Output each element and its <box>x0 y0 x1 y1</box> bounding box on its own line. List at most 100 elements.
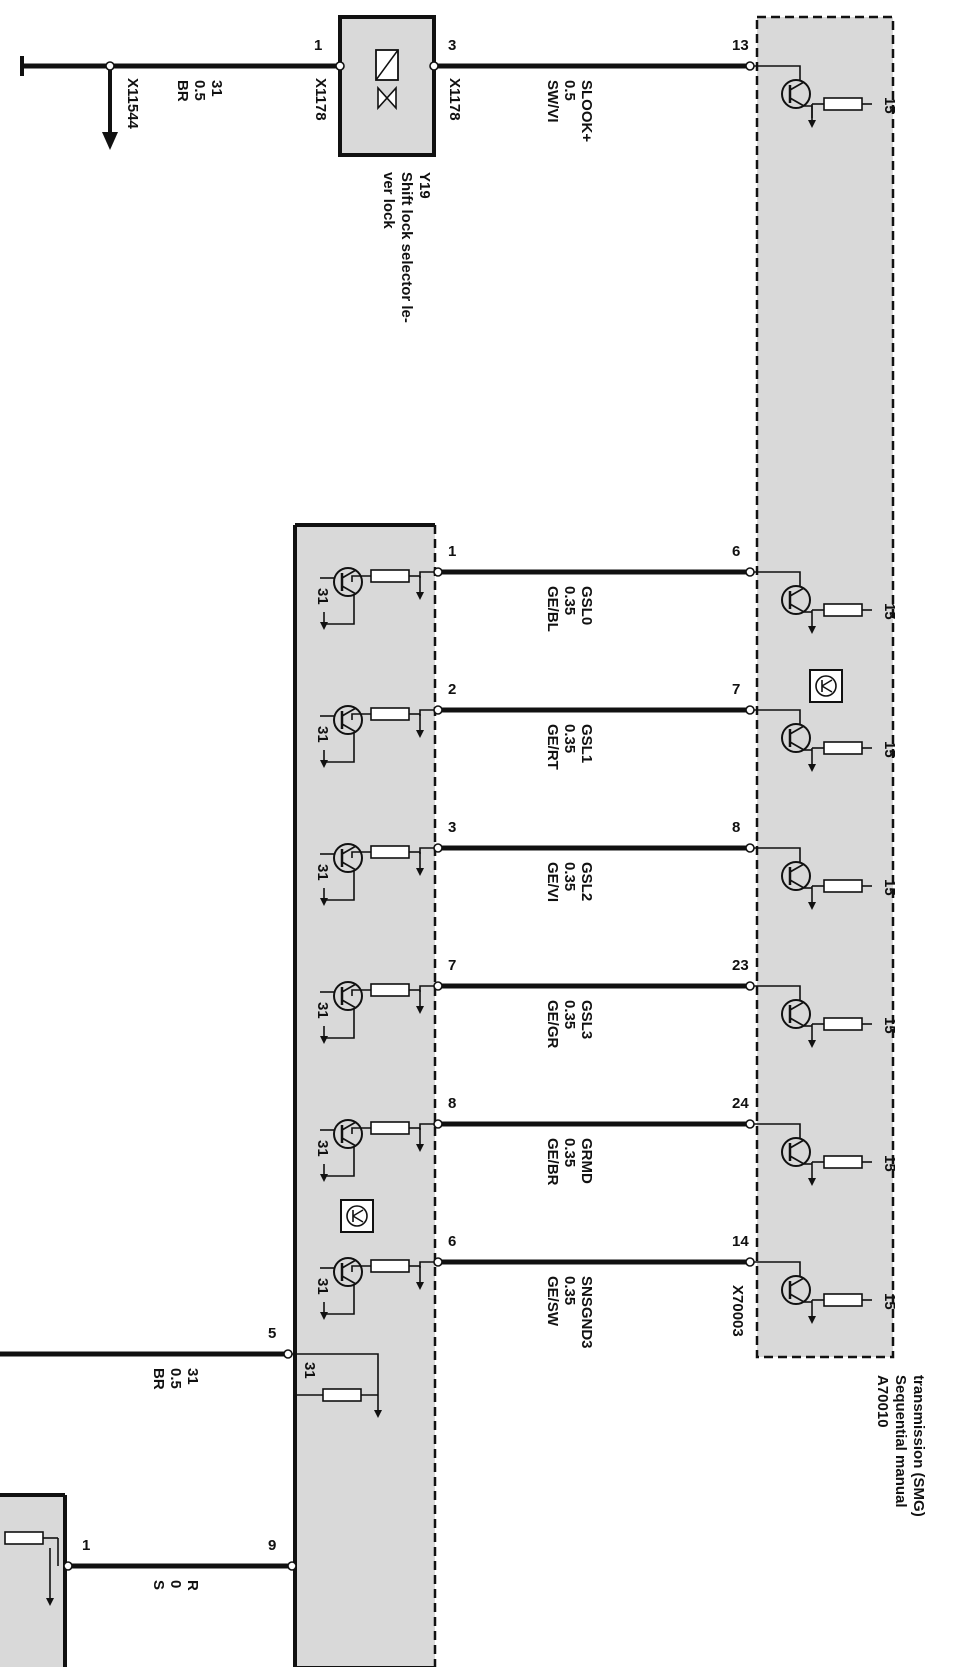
wire-pin-main: 8 <box>732 819 740 836</box>
wire-color: GE/VI <box>544 862 561 902</box>
lower-ground-num: 31 <box>184 1368 201 1385</box>
ground-31-label: 31 <box>314 1140 331 1157</box>
wire-color: GE/SW <box>544 1276 561 1327</box>
selector-driver: 31 <box>314 1256 434 1321</box>
selector-module-box <box>295 525 435 1667</box>
wire-signal: GSL3 <box>578 1000 595 1039</box>
lower-ground-pin: 5 <box>268 1325 276 1342</box>
bottom-left-box <box>0 1495 65 1667</box>
ground-connector-label: X11544 <box>124 78 141 130</box>
lower-ground-color: BR <box>150 1368 167 1390</box>
wire-pin-sub: 3 <box>448 819 456 836</box>
wire-signal: GRMD <box>578 1138 595 1184</box>
smg-driver: 15 <box>754 709 898 773</box>
wire-pin-sub: 1 <box>448 543 456 560</box>
lower-ground-31-label: 31 <box>301 1362 318 1379</box>
smg-module-name-1: Sequential manual <box>892 1375 909 1508</box>
valve-connector-right: X1178 <box>446 78 463 121</box>
wire-pin-main: 7 <box>732 681 740 698</box>
smg-module-name-2: transmission (SMG) <box>910 1375 927 1517</box>
slock-size: 0.5 <box>561 80 578 101</box>
smg-module-label: A70010 Sequential manual transmission (S… <box>874 1375 927 1517</box>
smg-driver: 15 <box>754 985 898 1049</box>
wire-size: 0.35 <box>561 724 578 753</box>
bottom-wire-label-2: 0 <box>167 1580 184 1588</box>
valve-name-1: Shift lock selector le- <box>398 172 415 323</box>
wire-signal: SNSGND3 <box>578 1276 595 1349</box>
wire-pin-main: 23 <box>732 957 749 974</box>
valve-name-2: ver lock <box>380 172 397 229</box>
wire-size: 0.35 <box>561 586 578 615</box>
bottom-pin-left: 1 <box>82 1537 90 1554</box>
wire-pin-sub: 6 <box>448 1233 456 1250</box>
smg-driver: 15 <box>754 847 898 911</box>
wire-pin-sub: 2 <box>448 681 456 698</box>
ground-31-label: 31 <box>314 588 331 605</box>
smg-module-icon <box>809 669 843 703</box>
supply-label: 15 <box>881 1017 898 1034</box>
supply-label: 15 <box>881 741 898 758</box>
valve-y19-box <box>338 15 436 157</box>
selector-driver: 31 <box>314 980 434 1045</box>
wire-size: 0.35 <box>561 1276 578 1305</box>
solenoid-valve-icon <box>375 49 399 111</box>
valve-id: Y19 <box>416 172 433 199</box>
slock-pin-main: 13 <box>732 37 749 54</box>
slock-supply-label: 15 <box>881 97 898 114</box>
selector-driver: 31 <box>314 704 434 769</box>
lower-ground-size: 0.5 <box>167 1368 184 1389</box>
supply-label: 15 <box>881 1293 898 1310</box>
smg-driver: 15 <box>754 1123 898 1187</box>
wire-color: GE/GR <box>544 1000 561 1049</box>
ground-31-label: 31 <box>314 864 331 881</box>
wire-pin-sub: 8 <box>448 1095 456 1112</box>
wire-signal: GSL2 <box>578 862 595 901</box>
wire-size: 0.35 <box>561 1138 578 1167</box>
wire-color: GE/RT <box>544 724 561 770</box>
wire-color: GE/BR <box>544 1138 561 1186</box>
supply-label: 15 <box>881 1155 898 1172</box>
slock-signal: SLOOK+ <box>578 80 595 142</box>
selector-module-icon <box>340 1199 374 1233</box>
bottom-wire-label-3: S <box>150 1580 167 1590</box>
selector-driver: 31 <box>314 566 434 631</box>
ground-wire-size: 0.5 <box>191 80 208 101</box>
ground-31-label: 31 <box>314 1278 331 1295</box>
wire-pin-main: 6 <box>732 543 740 560</box>
selector-driver: 31 <box>314 842 434 907</box>
valve-pin-left: 1 <box>314 37 322 54</box>
ground-wire-color: BR <box>174 80 191 102</box>
selector-driver: 31 <box>314 1118 434 1183</box>
ground-31-label: 31 <box>314 1002 331 1019</box>
lower-ground-resistor: 31 <box>292 1353 383 1419</box>
smg-module-id: A70010 <box>874 1375 891 1428</box>
valve-connector-left: X1178 <box>312 78 329 121</box>
wire-pin-main: 24 <box>732 1095 749 1112</box>
ground-wire-num: 31 <box>208 80 225 97</box>
ground-31-label: 31 <box>314 726 331 743</box>
supply-label: 15 <box>881 603 898 620</box>
bottom-pin-right: 9 <box>268 1537 276 1554</box>
wire-signal: GSL0 <box>578 586 595 625</box>
bottom-wire-label-1: R <box>184 1580 201 1591</box>
wire-size: 0.35 <box>561 862 578 891</box>
supply-label: 15 <box>881 879 898 896</box>
wire-signal: GSL1 <box>578 724 595 763</box>
smg-driver: 15 <box>754 571 898 635</box>
valve-pin-right: 3 <box>448 37 456 54</box>
smg-connector-label: X70003 <box>729 1285 746 1337</box>
wire-pin-sub: 7 <box>448 957 456 974</box>
slock-color: SW/VI <box>544 80 561 123</box>
slock-driver: 15 <box>745 61 898 129</box>
wire-pin-main: 14 <box>732 1233 749 1250</box>
wire-color: GE/BL <box>544 586 561 632</box>
wire-size: 0.35 <box>561 1000 578 1029</box>
